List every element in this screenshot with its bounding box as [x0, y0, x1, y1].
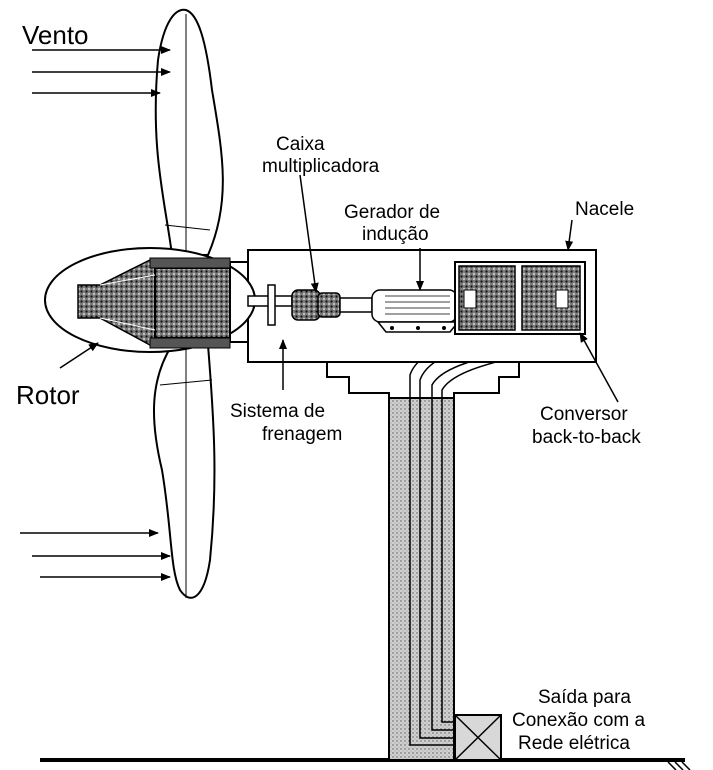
ground [40, 758, 691, 770]
label-gearbox-1: Caixa [276, 134, 325, 155]
label-brake-2: frenagem [262, 424, 342, 445]
label-nacelle: Nacele [575, 199, 634, 220]
tower [388, 397, 455, 761]
label-rotor: Rotor [16, 380, 80, 410]
label-brake-1: Sistema de [230, 401, 325, 422]
rotor-blade-bottom [152, 344, 216, 599]
leader-lines [59, 174, 619, 403]
label-converter-2: back-to-back [532, 427, 641, 448]
yaw-base [326, 361, 520, 399]
back-to-back-converter [454, 261, 586, 335]
label-wind: Vento [22, 20, 89, 50]
label-generator-1: Gerador de [344, 202, 440, 223]
gearbox [291, 289, 373, 321]
label-output-2: Conexão com a [512, 710, 646, 731]
label-output-3: Rede elétrica [518, 733, 630, 754]
label-converter-1: Conversor [540, 404, 628, 425]
grid-connection-box [454, 714, 502, 761]
hub-internals [77, 257, 231, 349]
label-gearbox-2: multiplicadora [262, 156, 380, 177]
induction-generator [371, 289, 460, 333]
label-output-1: Saída para [538, 687, 631, 708]
label-generator-2: indução [362, 224, 429, 245]
wind-arrows [20, 46, 171, 581]
rotor-blade-top [154, 8, 224, 256]
